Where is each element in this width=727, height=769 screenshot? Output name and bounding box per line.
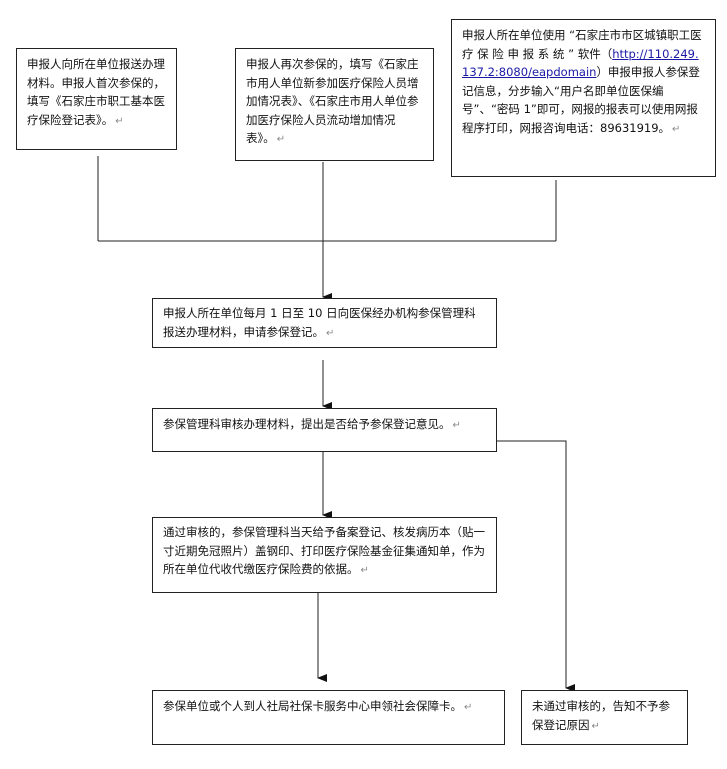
step-review-box: 参保管理科审核办理材料，提出是否给予参保登记意见。↵: [152, 408, 497, 452]
step-online-declaration-box: 申报人所在单位使用 “石家庄市市区城镇职工医 疗 保 险 申 报 系 统 ” 软…: [451, 19, 716, 177]
step-apply-social-card-box: 参保单位或个人到人社局社保卡服务中心申领社会保障卡。↵: [152, 690, 505, 745]
paragraph-mark: ↵: [276, 134, 286, 145]
paragraph-mark: ↵: [360, 565, 369, 576]
step-submit-materials-text: 申报人向所在单位报送办理材料。申报人首次参保的，填写《石家庄市职工基本医疗保险登…: [27, 57, 165, 127]
rejected-text: 未通过审核的，告知不予参保登记原因: [532, 699, 670, 732]
step-unit-monthly-submit-box: 申报人所在单位每月 1 日至 10 日向医保经办机构参保管理科报送办理材料，申请…: [152, 298, 497, 348]
review-text: 参保管理科审核办理材料，提出是否给予参保登记意见。: [163, 417, 451, 431]
step-submit-materials-box: 申报人向所在单位报送办理材料。申报人首次参保的，填写《石家庄市职工基本医疗保险登…: [16, 48, 177, 150]
step-re-enroll-text: 申报人再次参保的，填写《石家庄市用人单位新参加医疗保险人员增加情况表》、《石家庄…: [246, 57, 419, 145]
step-re-enroll-box: 申报人再次参保的，填写《石家庄市用人单位新参加医疗保险人员增加情况表》、《石家庄…: [235, 48, 434, 161]
paragraph-mark: ↵: [452, 420, 461, 431]
paragraph-mark: ↵: [464, 702, 473, 713]
online-declaration-text-a: 申报人所在单位使用 “石家庄市市区城镇职工医 疗 保 险 申 报 系 统 ” 软…: [462, 28, 702, 61]
system-url-link[interactable]: http://110.249.137.2:8080/eapdomain: [462, 46, 699, 80]
step-rejected-box: 未通过审核的，告知不予参保登记原因↵: [521, 690, 688, 745]
paragraph-mark: ↵: [326, 327, 335, 339]
unit-monthly-submit-text: 申报人所在单位每月 1 日至 10 日向医保经办机构参保管理科报送办理材料，申请…: [163, 306, 476, 339]
arrow-to-box8: [496, 440, 575, 692]
paragraph-mark: ↵: [115, 115, 124, 127]
paragraph-mark: ↵: [591, 720, 600, 732]
step-approved-box: 通过审核的，参保管理科当天给予备案登记、核发病历本（贴一寸近期免冠照片）盖钢印、…: [152, 517, 497, 593]
approved-text: 通过审核的，参保管理科当天给予备案登记、核发病历本（贴一寸近期免冠照片）盖钢印、…: [163, 525, 485, 576]
paragraph-mark: ↵: [672, 123, 681, 135]
online-declaration-text-b: ）申报申报人参保登记信息，分步输入“用户名即单位医保编号”、“密码 1”即可，网…: [462, 65, 700, 135]
apply-social-card-text: 参保单位或个人到人社局社保卡服务中心申领社会保障卡。: [163, 699, 462, 713]
